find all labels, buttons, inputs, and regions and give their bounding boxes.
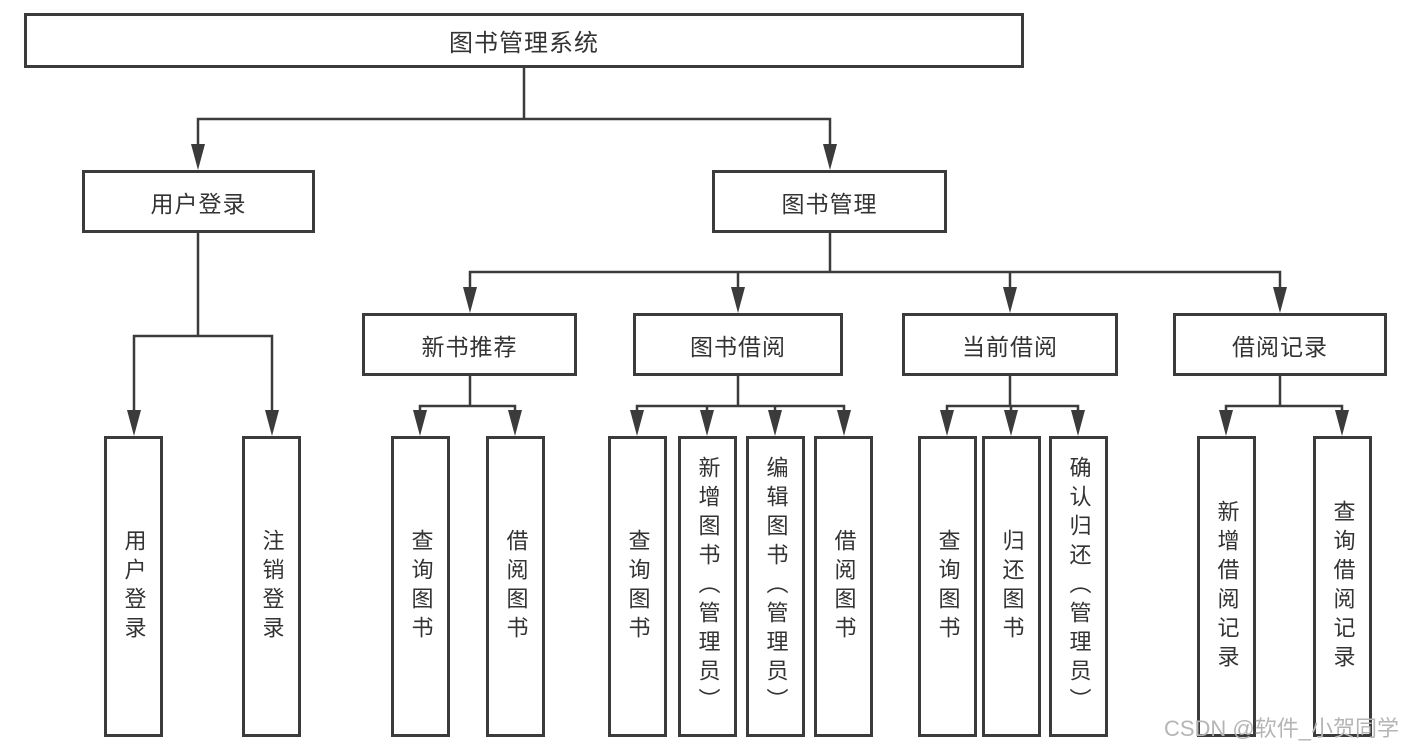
connector-current-borrowing bbox=[945, 374, 1080, 414]
node-library-system: 图书管理系统 bbox=[24, 13, 1024, 68]
node-query-books-borrowing-label: 查询图书 bbox=[625, 528, 651, 645]
connector-borrowing-records bbox=[1224, 374, 1344, 414]
node-new-book-recommend-label: 新书推荐 bbox=[421, 333, 518, 360]
node-confirm-return-admin-label: 确认归还（管理员） bbox=[1066, 456, 1092, 717]
node-borrow-books-recommend-label: 借阅图书 bbox=[503, 528, 529, 645]
node-logout-label: 注销登录 bbox=[259, 528, 285, 645]
node-add-book-admin-label: 新增图书（管理员） bbox=[695, 456, 721, 717]
node-edit-book-admin-label: 编辑图书（管理员） bbox=[763, 456, 789, 717]
node-new-book-recommend: 新书推荐 bbox=[362, 313, 577, 376]
node-add-book-admin: 新增图书（管理员） bbox=[678, 436, 737, 737]
connector-new-book-recommend bbox=[418, 374, 517, 414]
node-current-borrowing-label: 当前借阅 bbox=[962, 333, 1058, 360]
node-borrow-books-borrowing-label: 借阅图书 bbox=[831, 528, 857, 645]
node-user-login-branch-label: 用户登录 bbox=[150, 190, 247, 217]
node-add-borrow-record: 新增借阅记录 bbox=[1197, 436, 1256, 737]
node-add-borrow-record-label: 新增借阅记录 bbox=[1214, 499, 1240, 674]
connector-book-management bbox=[468, 231, 1282, 291]
node-book-borrowing: 图书借阅 bbox=[633, 313, 843, 376]
node-user-login-branch: 用户登录 bbox=[82, 170, 315, 233]
node-book-management-label: 图书管理 bbox=[781, 190, 878, 217]
node-book-borrowing-label: 图书借阅 bbox=[690, 333, 786, 360]
node-query-borrow-record-label: 查询借阅记录 bbox=[1330, 499, 1356, 674]
node-return-book-label: 归还图书 bbox=[999, 528, 1025, 645]
node-user-login: 用户登录 bbox=[104, 436, 163, 737]
node-query-books-recommend-label: 查询图书 bbox=[408, 528, 434, 645]
node-confirm-return-admin: 确认归还（管理员） bbox=[1049, 436, 1108, 737]
node-edit-book-admin: 编辑图书（管理员） bbox=[746, 436, 805, 737]
connector-user-login bbox=[132, 231, 274, 414]
node-query-books-recommend: 查询图书 bbox=[391, 436, 450, 737]
node-query-books-current: 查询图书 bbox=[918, 436, 977, 737]
node-current-borrowing: 当前借阅 bbox=[902, 313, 1118, 376]
watermark: CSDN @软件_小贺同学 bbox=[1163, 716, 1399, 741]
connector-root bbox=[196, 66, 832, 148]
node-logout: 注销登录 bbox=[242, 436, 301, 737]
node-query-borrow-record: 查询借阅记录 bbox=[1313, 436, 1372, 737]
node-borrowing-records: 借阅记录 bbox=[1173, 313, 1387, 376]
arrowheads bbox=[127, 144, 1349, 436]
node-query-books-borrowing: 查询图书 bbox=[608, 436, 667, 737]
node-library-system-label: 图书管理系统 bbox=[449, 30, 599, 57]
node-return-book: 归还图书 bbox=[982, 436, 1041, 737]
node-query-books-current-label: 查询图书 bbox=[935, 528, 961, 645]
node-book-management: 图书管理 bbox=[712, 170, 947, 233]
connector-book-borrowing bbox=[635, 374, 846, 414]
node-user-login-label: 用户登录 bbox=[121, 528, 147, 645]
node-borrow-books-borrowing: 借阅图书 bbox=[814, 436, 873, 737]
node-borrow-books-recommend: 借阅图书 bbox=[486, 436, 545, 737]
node-borrowing-records-label: 借阅记录 bbox=[1232, 333, 1328, 360]
